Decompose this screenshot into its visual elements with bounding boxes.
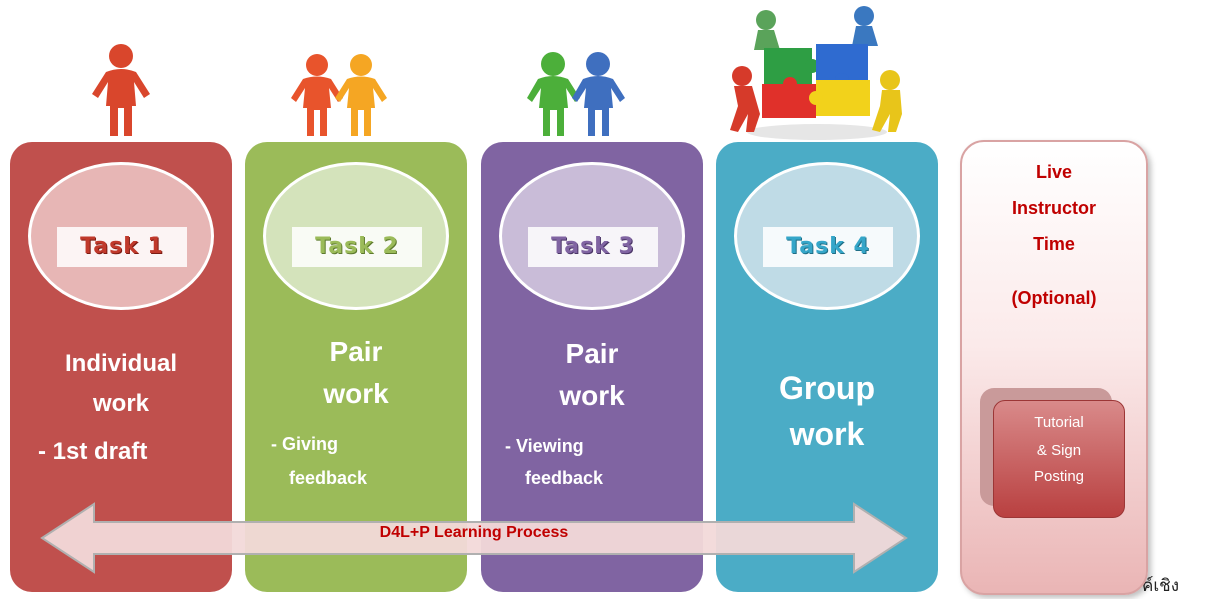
live-text-line4: (Optional) [1011, 288, 1097, 308]
task1-title-line1: Individual [64, 350, 177, 377]
task4-circle: Task 4 [734, 162, 920, 310]
tutorial-line2: & Sign [1036, 442, 1082, 459]
task3-subtitle-line1: - Viewing [505, 436, 584, 456]
task3-title-line2: work [559, 380, 625, 411]
tutorial-box [993, 400, 1125, 518]
task2-subtitle-line1: - Giving [271, 434, 338, 454]
live-instructor-panel: Live Instructor Time (Optional) [960, 140, 1148, 595]
task4-title-line2: work [789, 416, 865, 452]
live-text-line2: Instructor [1011, 198, 1096, 218]
pair-icon [291, 54, 387, 136]
task2-subtitle-line2: feedback [289, 468, 368, 488]
group-puzzle-icon [730, 6, 902, 140]
task1-panel: Task 1 Individual work - 1st draft [10, 142, 232, 592]
task4-label: Task 4 [763, 227, 893, 267]
tutorial-line1: Tutorial [1034, 414, 1084, 431]
task2-circle: Task 2 [263, 162, 449, 310]
task2-title-line2: work [323, 378, 389, 409]
task3-panel: Task 3 Pair work - Viewing feedback [481, 142, 703, 592]
task1-label: Task 1 [57, 227, 187, 267]
process-arrow-icon [40, 502, 908, 574]
task1-title-line2: work [92, 390, 149, 417]
pair-icon [527, 52, 625, 136]
process-arrow-label: D4L+P Learning Process [379, 524, 569, 541]
task1-subtitle: - 1st draft [38, 438, 148, 465]
tutorial-line3: Posting [1033, 468, 1085, 485]
task1-circle: Task 1 [28, 162, 214, 310]
task3-circle: Task 3 [499, 162, 685, 310]
live-text-line3: Time [1033, 234, 1075, 254]
task2-panel: Task 2 Pair work - Giving feedback [245, 142, 467, 592]
person-icon [92, 44, 150, 136]
task3-label: Task 3 [528, 227, 658, 267]
task4-panel: Task 4 Group work [716, 142, 938, 592]
task3-subtitle-line2: feedback [525, 468, 604, 488]
live-text-line1: Live [1035, 162, 1073, 182]
task2-label: Task 2 [292, 227, 422, 267]
background-text-fragment: ค์เชิง [1142, 576, 1180, 596]
task3-title-line1: Pair [565, 338, 619, 369]
task2-title-line1: Pair [329, 336, 383, 367]
task4-title-line1: Group [779, 370, 875, 406]
